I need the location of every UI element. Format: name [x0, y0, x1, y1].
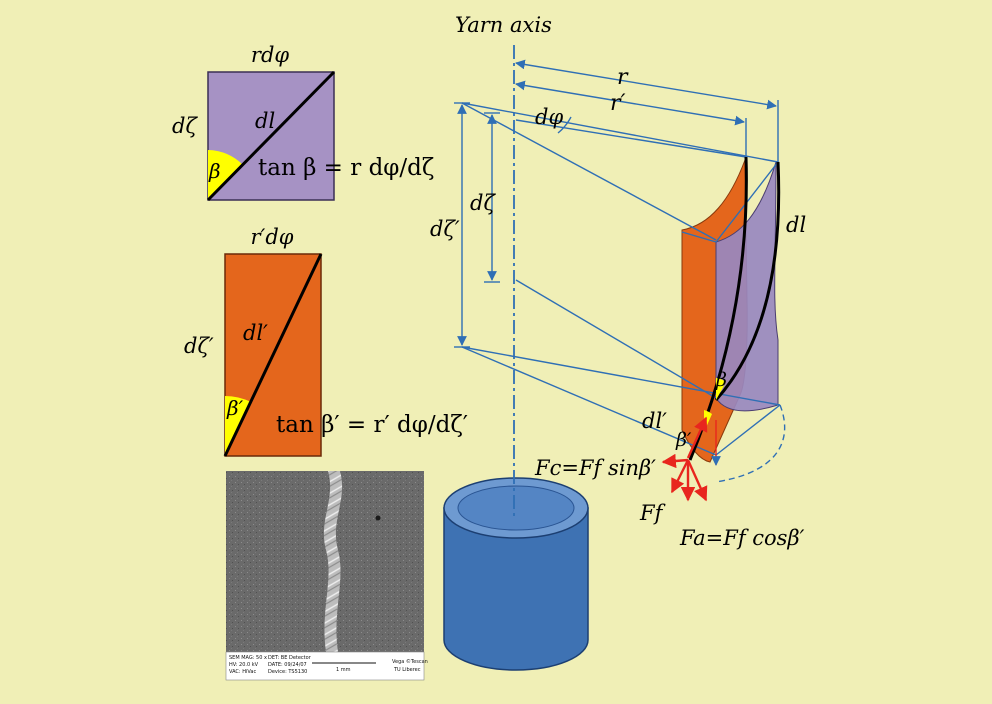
dzeta-prime-label: dζ′ — [184, 334, 214, 358]
ff-label: Ff — [639, 501, 666, 525]
top-line-outer — [461, 102, 779, 163]
sem-hv: HV: 20.0 kV — [229, 662, 259, 668]
yarn-beta-label: β — [715, 369, 727, 391]
fiber-inner — [688, 156, 748, 461]
dzeta-label: dζ — [172, 114, 198, 138]
fiber-curves — [688, 156, 781, 461]
dphi-label: dφ — [535, 105, 563, 129]
fa-formula-label: Fa=Ff cosβ′ — [679, 526, 805, 550]
r-label: r — [617, 65, 629, 90]
dzeta-prime-yarn-label: dζ′ — [430, 217, 460, 241]
r-prime-dphi-label: r′dφ — [251, 225, 294, 249]
yarn-axis-group: Yarn axis — [455, 13, 552, 520]
top-line-diag — [461, 102, 717, 241]
construction-lines — [454, 59, 786, 483]
purple-element-box: rdφ dζ dl β tan β = r dφ/dζ — [172, 43, 434, 202]
dl-label: dl — [255, 109, 275, 133]
fc-formula-label: Fc=Ff sinβ′ — [534, 456, 656, 480]
sem-detector: DET: BE Detector — [268, 655, 312, 661]
sem-institution: TU Liberec — [393, 667, 421, 673]
sem-particle — [375, 515, 381, 521]
tan-beta-formula: tan β = r dφ/dζ — [258, 155, 434, 181]
cylinder-body — [443, 507, 589, 671]
bottom-edge-right — [715, 404, 781, 456]
dzeta-yarn-label: dζ — [470, 191, 496, 215]
r-arrow — [515, 59, 777, 110]
r-prime-label: r′ — [610, 91, 626, 116]
sem-yarn-strand — [323, 471, 343, 652]
mid-line — [515, 279, 717, 399]
bottom-line-outer — [461, 346, 781, 406]
sem-vendor: Vega ©Tescan — [392, 658, 428, 665]
cylinder-inner-ring — [457, 485, 575, 531]
dashed-arc — [715, 404, 786, 483]
top-edge-left — [681, 231, 717, 243]
yarn-beta-wedge — [716, 378, 726, 400]
beta-prime-label: β′ — [226, 396, 244, 420]
dl-yarn-label: dl — [786, 213, 806, 237]
sem-vac: VAC: HiVac — [229, 669, 256, 675]
sem-device: Device: TS5130 — [268, 669, 307, 675]
blue-cylinder — [443, 477, 589, 671]
yarn-labels: r r′ dφ dζ dζ′ dl dl′ β β′ — [430, 65, 806, 451]
rdphi-label: rdφ — [251, 43, 289, 67]
dl-prime-yarn-label: dl′ — [642, 409, 667, 433]
tan-beta-prime-formula: tan β′ = r′ dφ/dζ′ — [276, 412, 468, 438]
beta-angle-wedge — [208, 150, 243, 200]
fiber-outer — [714, 161, 781, 402]
dl-prime-label: dl′ — [243, 321, 268, 345]
sem-yarn-image: SEM MAG: 50 x DET: BE Detector HV: 20.0 … — [225, 471, 428, 681]
dl-prime-diagonal — [223, 253, 323, 457]
orange-element-box: r′dφ dζ′ dl′ β′ tan β′ = r′ dφ/dζ′ — [184, 225, 468, 457]
fa-component-arrow — [686, 459, 708, 502]
dl-diagonal — [206, 70, 336, 202]
force-vectors — [661, 416, 708, 502]
sem-info-bar — [225, 651, 425, 681]
top-line-inner — [515, 119, 747, 158]
purple-helical-surface — [715, 161, 779, 412]
sem-mag: SEM MAG: 50 x — [229, 655, 267, 661]
purple-surface — [715, 161, 779, 412]
sem-scale-label: 1 mm — [336, 667, 351, 673]
yarn-beta-prime-label: β′ — [675, 429, 692, 451]
sem-date: DATE: 09/24/07 — [268, 662, 307, 668]
bottom-line-diag — [461, 346, 717, 456]
yarn-axis-label: Yarn axis — [455, 13, 552, 37]
fiber-direction-arrow — [686, 416, 708, 459]
r-prime-arrow — [515, 80, 745, 126]
fc-arrow — [661, 453, 689, 469]
ff-arrow — [670, 459, 690, 494]
beta-label: β — [208, 159, 221, 183]
